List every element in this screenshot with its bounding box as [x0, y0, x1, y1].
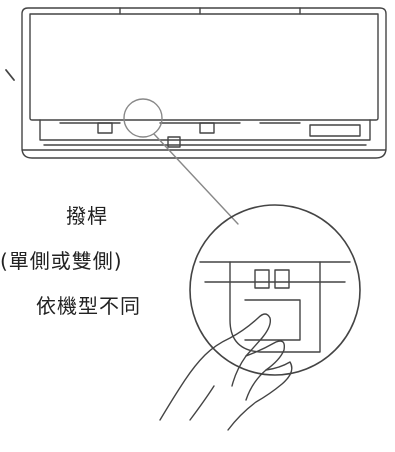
lever [229, 261, 321, 353]
indoor-unit [21, 7, 387, 159]
magnified-view [159, 204, 361, 431]
caption-model-note: 依機型不同 [36, 294, 141, 318]
front-panel [29, 13, 379, 121]
caption-lever: 撥桿 [66, 204, 108, 228]
edge-marker [5, 69, 15, 81]
leader-line [153, 133, 239, 225]
center-tab [167, 136, 181, 148]
highlight-circle-small [123, 98, 163, 138]
hand-icon [159, 313, 293, 431]
caption-side-note: (單側或雙側) [0, 249, 123, 273]
